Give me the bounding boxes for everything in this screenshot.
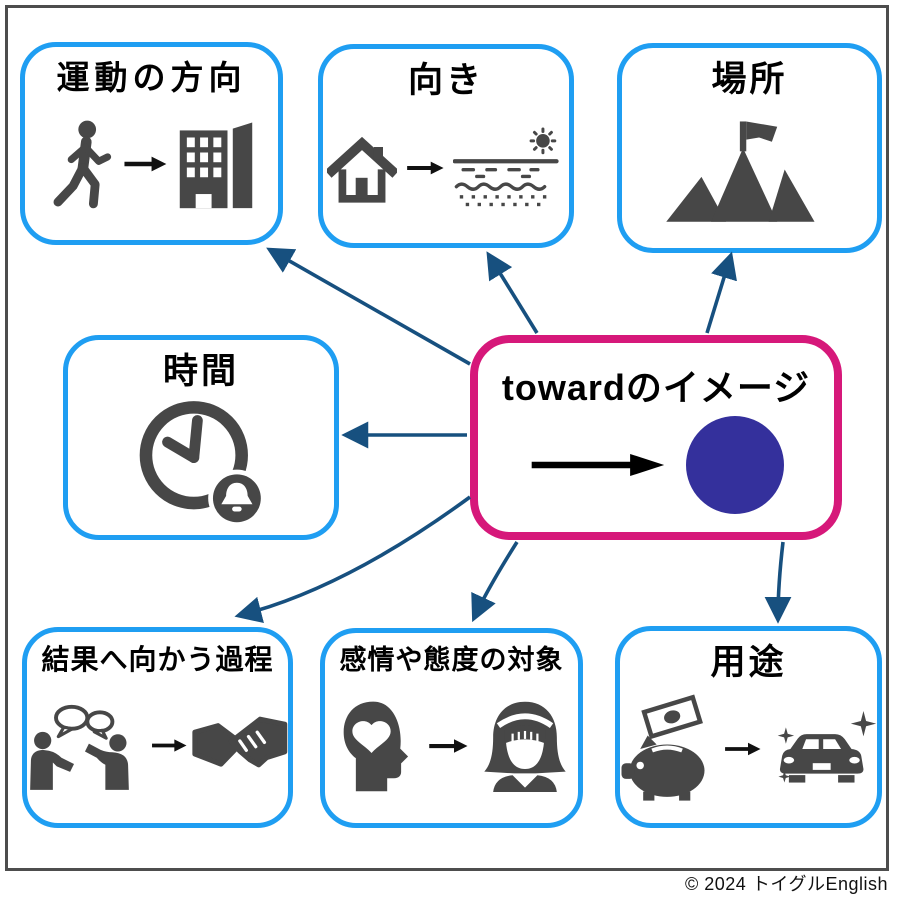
right-arrow-icon [428, 738, 467, 753]
emotion-icon-row [325, 676, 578, 823]
right-arrow-icon [407, 161, 444, 175]
office-building-icon [179, 122, 252, 209]
beach-with-sun-icon [453, 127, 559, 207]
node-time-title: 時間 [162, 352, 239, 391]
center-toward-box: towardのイメージ [470, 335, 842, 540]
node-emotion: 感情や態度の対象 [320, 628, 583, 828]
girl-icon [483, 701, 566, 792]
time-icon-row [68, 392, 334, 535]
toward-arrow-icon [531, 453, 665, 476]
right-arrow-icon [123, 157, 166, 172]
purpose-icon-row [620, 683, 877, 823]
two-people-talking-icon [30, 704, 129, 790]
center-icon-row [478, 411, 834, 532]
goal-circle [686, 415, 784, 514]
copyright-text: © 2024 トイグルEnglish [685, 874, 888, 894]
node-motion-title: 運動の方向 [56, 59, 247, 96]
node-purpose-title: 用途 [710, 643, 787, 682]
walking-person-icon [53, 121, 111, 209]
node-process: 結果へ向かう過程 [22, 627, 293, 828]
facing-icon-row [323, 101, 569, 243]
node-facing-title: 向き [407, 61, 484, 100]
clock-with-bell-icon [139, 400, 266, 527]
center-title: towardのイメージ [501, 367, 811, 408]
node-emotion-title: 感情や態度の対象 [339, 645, 564, 675]
place-icon-row [622, 100, 877, 248]
sparkling-car-icon [777, 711, 877, 783]
process-icon-row [27, 676, 288, 823]
node-purpose: 用途 [615, 626, 882, 828]
node-place-title: 場所 [711, 60, 788, 99]
node-facing: 向き [318, 44, 574, 248]
right-arrow-icon [151, 739, 187, 752]
handshake-icon [192, 716, 288, 767]
node-process-title: 結果へ向かう過程 [41, 644, 274, 675]
right-arrow-icon [725, 742, 761, 756]
house-icon [327, 137, 397, 203]
node-motion-direction: 運動の方向 [20, 42, 283, 245]
motion-icon-row [25, 97, 278, 240]
node-place: 場所 [617, 43, 882, 253]
mountain-summit-flag-icon [665, 121, 815, 222]
node-time: 時間 [63, 335, 339, 540]
piggy-bank-with-bill-icon [621, 694, 705, 801]
head-with-heart-icon [343, 701, 408, 791]
